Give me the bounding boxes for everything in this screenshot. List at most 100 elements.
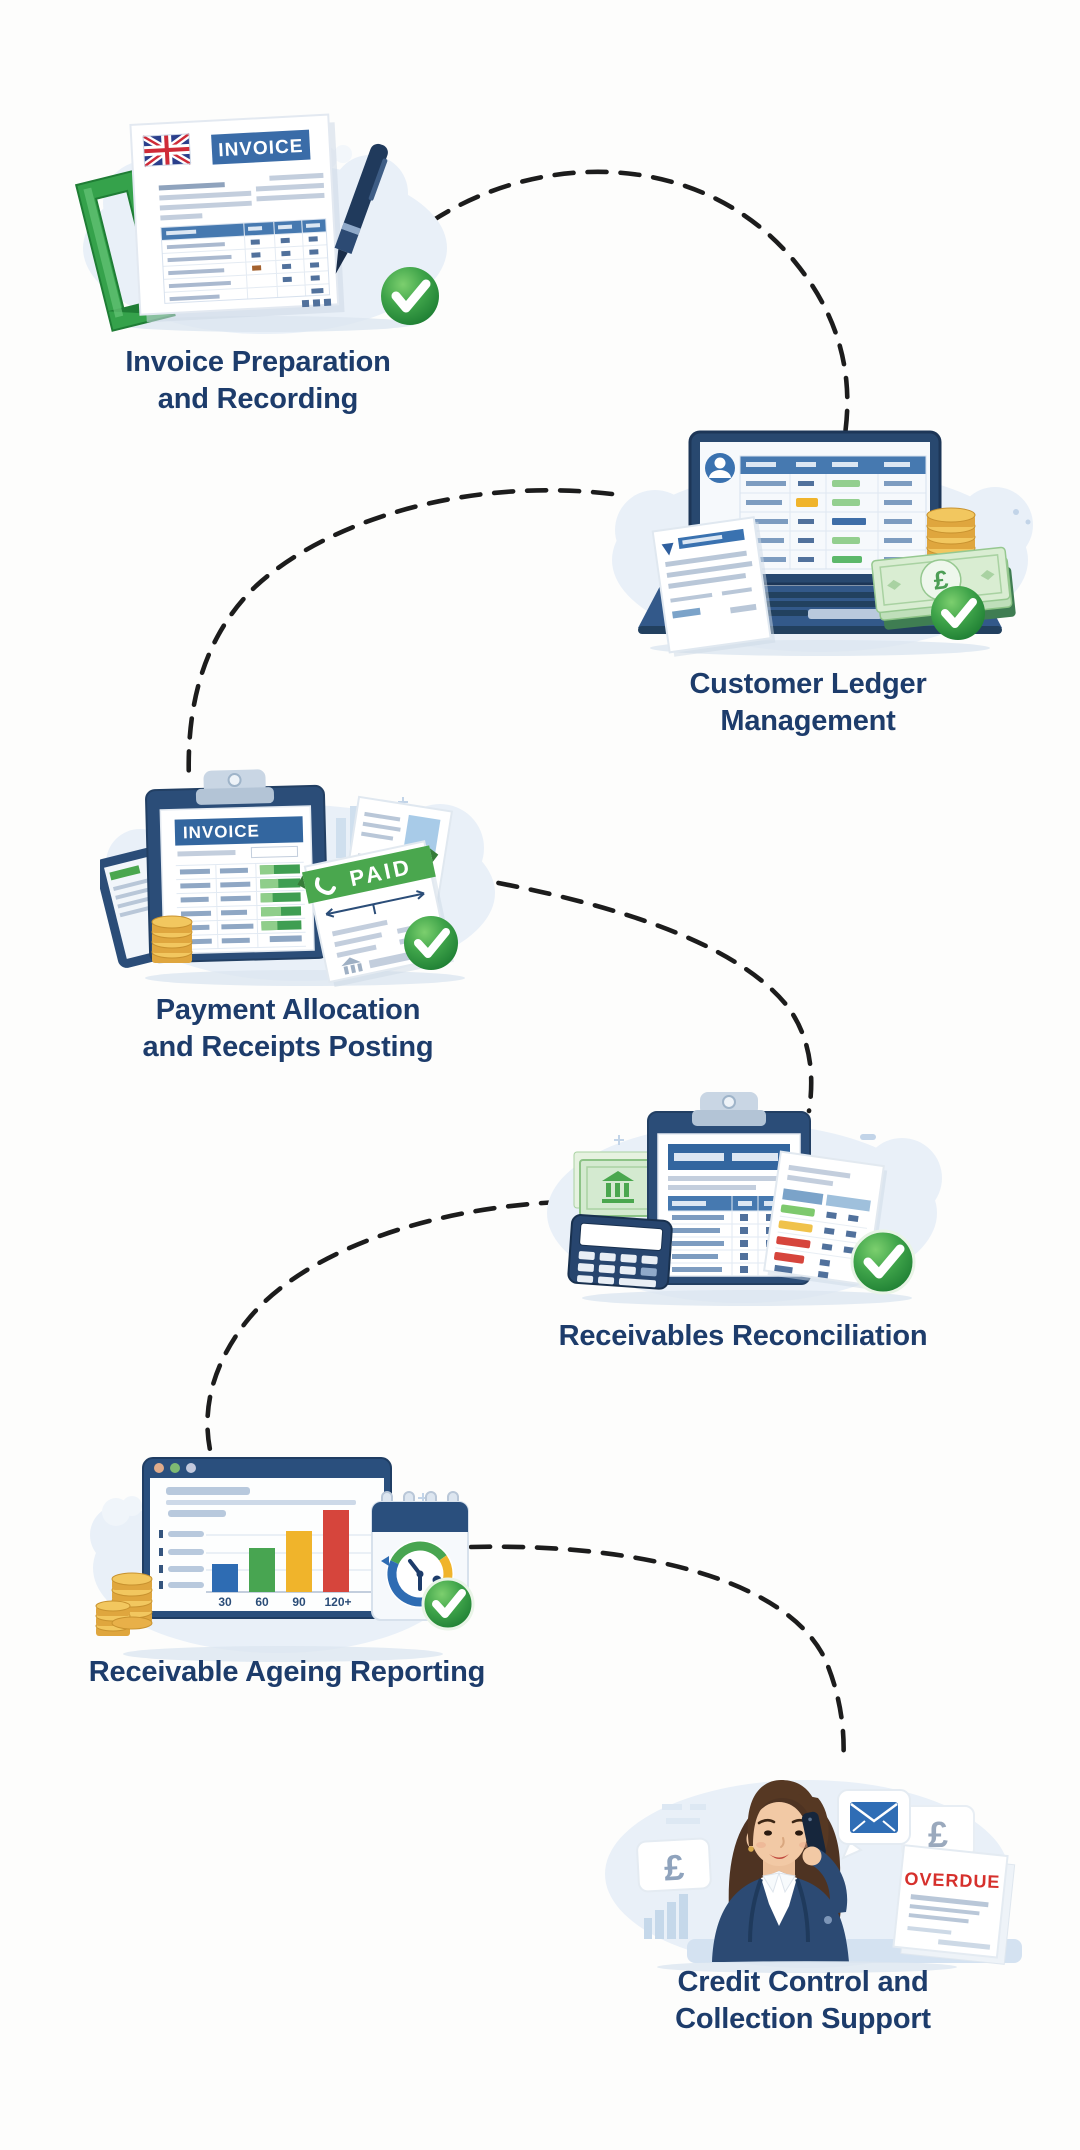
caption-line: Credit Control and bbox=[677, 1966, 929, 1998]
bucket-label-90: 90 bbox=[292, 1595, 306, 1609]
step-caption-invoice-preparation: Invoice Preparation and Recording bbox=[38, 344, 478, 418]
bar-60-days bbox=[249, 1548, 275, 1592]
ageing-bar-chart: 30 60 90 120+ bbox=[206, 1510, 374, 1609]
report-text-lines bbox=[166, 1487, 356, 1517]
calculator-keys bbox=[577, 1251, 658, 1288]
lapels bbox=[748, 1878, 810, 1943]
reconciliation-illustration bbox=[547, 1092, 942, 1306]
bucket-label-30: 30 bbox=[218, 1595, 232, 1609]
bucket-label-60: 60 bbox=[255, 1595, 269, 1609]
ground-shadow bbox=[582, 1290, 912, 1306]
earring bbox=[748, 1846, 754, 1852]
bar-120-days bbox=[323, 1510, 349, 1592]
step-payment-allocation: INVOICE bbox=[100, 758, 520, 988]
check-icon bbox=[421, 1577, 475, 1631]
skyline-bars bbox=[644, 1894, 688, 1939]
step-invoice-preparation: INVOICE bbox=[75, 88, 455, 338]
connector-3-4 bbox=[463, 874, 814, 1114]
step-caption-ageing-reporting: Receivable Ageing Reporting bbox=[67, 1654, 507, 1691]
status-bars bbox=[773, 1204, 815, 1264]
invoice-illustration: INVOICE bbox=[75, 113, 447, 334]
bar-90-days bbox=[286, 1531, 312, 1592]
refresh-arrowhead bbox=[381, 1556, 389, 1566]
uk-flag-icon bbox=[141, 131, 193, 170]
touchpad bbox=[808, 609, 882, 619]
overdue-document: OVERDUE bbox=[892, 1844, 1016, 1965]
check-icon bbox=[381, 267, 439, 325]
pound-symbol-text: £ bbox=[663, 1847, 685, 1889]
raised-arm-sleeve bbox=[808, 1849, 848, 1914]
pound-bubble-left: £ bbox=[636, 1837, 712, 1893]
window-panes bbox=[662, 1804, 706, 1824]
green-amount-bars bbox=[259, 864, 302, 943]
step-caption-customer-ledger: Customer Ledger Management bbox=[588, 666, 1028, 740]
user-avatar-icon bbox=[705, 453, 735, 483]
ledger-laptop-illustration: £ bbox=[612, 430, 1033, 657]
window-dot-1 bbox=[154, 1463, 164, 1473]
invoice-title-text: INVOICE bbox=[218, 136, 304, 161]
calculator-icon bbox=[567, 1214, 673, 1290]
invoice-paper bbox=[651, 516, 776, 657]
pound-symbol-text: £ bbox=[932, 564, 950, 595]
ground-shadow bbox=[123, 1646, 443, 1662]
invoice-clipboard: INVOICE bbox=[145, 769, 330, 964]
pound-symbol-text: £ bbox=[928, 1814, 948, 1855]
invoice-table bbox=[160, 218, 331, 304]
step-receivables-reconciliation bbox=[542, 1078, 962, 1308]
connector-2-3 bbox=[186, 487, 615, 784]
connector-5-6 bbox=[468, 1544, 846, 1767]
step-caption-payment-allocation: Payment Allocation and Receipts Posting bbox=[68, 992, 508, 1066]
caption-line: Management bbox=[720, 705, 896, 737]
caption-line: and Recording bbox=[157, 383, 359, 415]
envelope-icon bbox=[850, 1802, 898, 1833]
caption-line: Receivable Ageing Reporting bbox=[88, 1656, 486, 1688]
coin-stack-icon bbox=[95, 1572, 153, 1636]
bank-icon bbox=[602, 1171, 634, 1203]
face-features bbox=[756, 1818, 809, 1859]
ground-shadow bbox=[657, 1961, 957, 1973]
bar-30-days bbox=[212, 1564, 238, 1592]
email-speech-bubble bbox=[837, 1789, 911, 1860]
step-caption-credit-control: Credit Control and Collection Support bbox=[583, 1964, 1023, 2038]
bucket-label-120: 120+ bbox=[324, 1595, 351, 1609]
amber-status-badge bbox=[796, 498, 818, 507]
phone-icon bbox=[315, 877, 336, 895]
step-caption-receivables-reconciliation: Receivables Reconciliation bbox=[523, 1318, 963, 1355]
invoice-footer-marks bbox=[301, 298, 332, 308]
phone-icon bbox=[801, 1811, 826, 1859]
caption-line: Customer Ledger bbox=[689, 668, 927, 700]
collar bbox=[762, 1872, 796, 1894]
window-dot-3 bbox=[186, 1463, 196, 1473]
blazer-pin bbox=[824, 1916, 832, 1924]
invoice-document: INVOICE bbox=[129, 113, 345, 323]
clipboard-clip bbox=[195, 769, 275, 805]
ledger-table bbox=[739, 455, 927, 570]
step-ageing-reporting: 30 60 90 120+ bbox=[88, 1440, 488, 1665]
coin-stack-icon bbox=[151, 915, 193, 963]
caption-line: Invoice Preparation bbox=[125, 346, 391, 378]
check-icon bbox=[404, 916, 458, 970]
credit-control-illustration: £ £ OVERDUE bbox=[605, 1780, 1022, 1973]
hand bbox=[802, 1846, 822, 1866]
measure-line bbox=[325, 890, 425, 918]
window-dot-2 bbox=[170, 1463, 180, 1473]
step-credit-control: £ £ OVERDUE bbox=[592, 1746, 1022, 1976]
credit-controller-person bbox=[712, 1780, 849, 1962]
clipboard-clip bbox=[692, 1092, 766, 1126]
caption-line: Receivables Reconciliation bbox=[558, 1320, 928, 1352]
ground-shadow bbox=[145, 970, 465, 986]
clipboard-table bbox=[668, 1196, 790, 1276]
check-icon bbox=[931, 586, 985, 640]
clipboard-invoice-title: INVOICE bbox=[183, 821, 260, 842]
invoice-title-banner: INVOICE bbox=[211, 129, 311, 165]
connector-1-2 bbox=[429, 169, 850, 444]
highlight-amount-cell bbox=[832, 518, 866, 525]
browser-window: 30 60 90 120+ bbox=[142, 1457, 392, 1619]
pen-icon bbox=[334, 143, 388, 274]
caption-line: Collection Support bbox=[675, 2003, 931, 2035]
face bbox=[751, 1802, 807, 1866]
check-icon bbox=[850, 1229, 916, 1295]
step-customer-ledger: £ bbox=[600, 410, 1040, 660]
